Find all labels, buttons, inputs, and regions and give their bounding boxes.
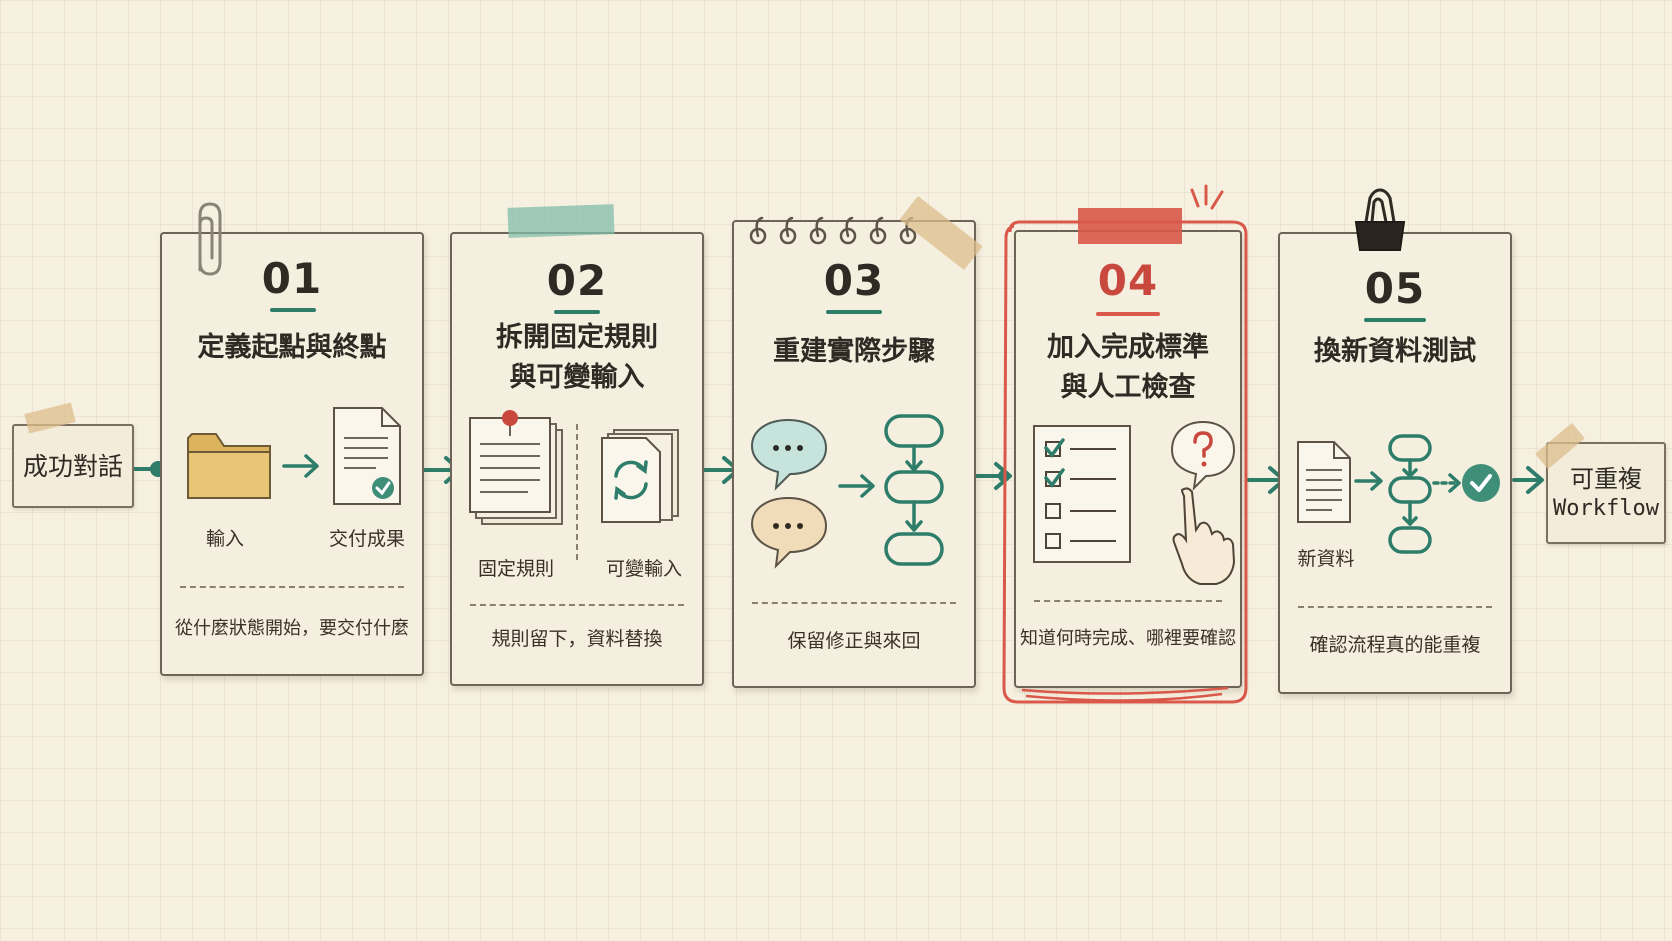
step-number: 02 bbox=[546, 256, 608, 305]
step-description: 保留修正與來回 bbox=[787, 630, 921, 652]
input-label: 輸入 bbox=[205, 528, 244, 550]
new-data-label: 新資料 bbox=[1297, 548, 1355, 570]
step-number: 05 bbox=[1364, 264, 1426, 313]
card-divider bbox=[752, 602, 956, 604]
arrow-icon bbox=[1512, 466, 1544, 494]
check-circle-icon bbox=[1462, 464, 1500, 502]
step-title: 重建實際步驟 bbox=[773, 336, 935, 367]
step-description: 知道何時完成、哪裡要確認 bbox=[1020, 628, 1236, 649]
deliverable-label: 交付成果 bbox=[328, 528, 405, 550]
end-node: 可重複 Workflow bbox=[1546, 442, 1666, 544]
attention-marks bbox=[1190, 184, 1224, 210]
step-card-02: 02 拆開固定規則 與可變輸入 固定規則 可變輸入 規則留下，資料替換 bbox=[450, 232, 704, 686]
flowchart-icon bbox=[884, 414, 944, 566]
card-divider bbox=[1034, 600, 1222, 602]
step-description: 規則留下，資料替換 bbox=[491, 628, 663, 650]
end-node-line2: Workflow bbox=[1553, 496, 1659, 521]
document-icon bbox=[1297, 441, 1351, 523]
highlight-frame bbox=[1002, 220, 1248, 704]
variable-input-label: 可變輸入 bbox=[605, 558, 682, 580]
checklist-icon bbox=[1033, 425, 1131, 563]
flowchart-icon bbox=[1388, 434, 1432, 554]
arrow-icon bbox=[1432, 473, 1461, 493]
number-underline bbox=[826, 310, 882, 314]
chat-bubbles-icon bbox=[750, 418, 828, 569]
red-tape-icon bbox=[1078, 208, 1182, 244]
pinned-notes-icon bbox=[469, 410, 563, 525]
document-check-icon bbox=[333, 407, 401, 505]
card-divider bbox=[1298, 606, 1492, 608]
end-node-line1: 可重複 bbox=[1570, 465, 1642, 493]
spiral-binding-icon bbox=[749, 216, 917, 245]
number-underline bbox=[1096, 312, 1160, 316]
start-node: 成功對話 bbox=[12, 424, 134, 508]
step-title: 換新資料測試 bbox=[1314, 336, 1476, 367]
fixed-rules-label: 固定規則 bbox=[477, 558, 554, 580]
pointing-hand-icon bbox=[1172, 487, 1236, 585]
column-divider bbox=[576, 424, 578, 560]
step-number: 03 bbox=[823, 256, 885, 305]
folder-icon bbox=[187, 433, 271, 499]
number-underline bbox=[270, 308, 316, 312]
number-underline bbox=[1364, 318, 1426, 322]
card-divider bbox=[470, 604, 684, 606]
step-title: 加入完成標準 與人工檢查 bbox=[1047, 332, 1209, 403]
step-description: 確認流程真的能重複 bbox=[1309, 634, 1481, 656]
step-number: 01 bbox=[261, 254, 323, 303]
card-divider bbox=[180, 586, 404, 588]
arrow-icon bbox=[282, 454, 319, 478]
step-card-04: 04 加入完成標準 與人工檢查 知道何時完成、哪裡要確認 bbox=[1014, 230, 1242, 688]
arrow-icon bbox=[1354, 471, 1383, 491]
step-card-05: 05 換新資料測試 新資料 確認流程真的能重複 bbox=[1278, 232, 1512, 694]
start-node-label: 成功對話 bbox=[22, 452, 123, 481]
arrow-icon bbox=[838, 474, 875, 498]
step-title: 定義起點與終點 bbox=[197, 332, 387, 363]
number-underline bbox=[554, 310, 600, 314]
step-description: 從什麼狀態開始，要交付什麼 bbox=[175, 618, 409, 639]
step-card-03: 03 重建實際步驟 保留修正與來回 bbox=[732, 220, 976, 688]
paperclip-icon bbox=[198, 202, 222, 276]
refresh-documents-icon bbox=[601, 429, 679, 523]
step-title: 拆開固定規則 與可變輸入 bbox=[496, 322, 658, 393]
question-bubble-icon bbox=[1170, 420, 1236, 491]
step-card-01: 01 定義起點與終點 輸入 交付成果 從什麼狀態開始，要交付什麼 bbox=[160, 232, 424, 676]
binder-clip-icon bbox=[1354, 188, 1406, 251]
step-number: 04 bbox=[1097, 256, 1159, 305]
washi-tape-icon bbox=[507, 204, 615, 238]
